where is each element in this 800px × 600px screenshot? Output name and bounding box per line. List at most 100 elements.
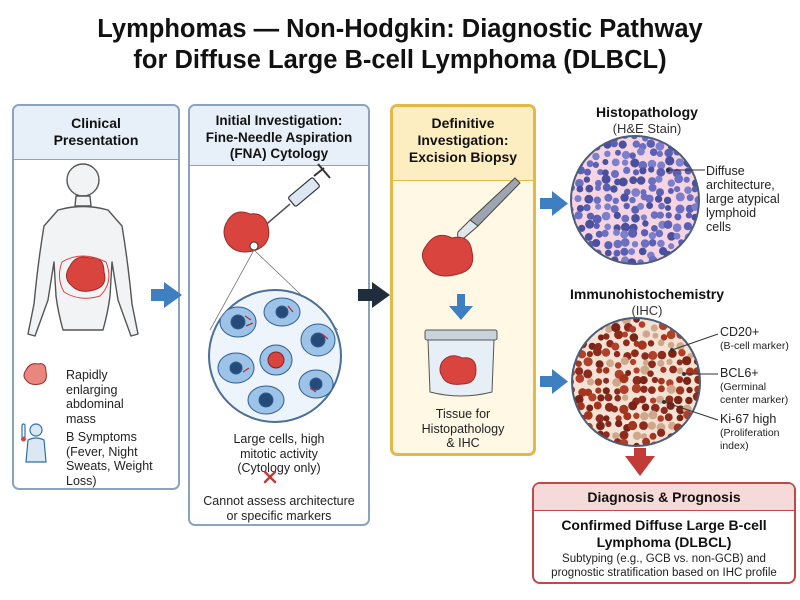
stained-cell bbox=[640, 365, 650, 375]
stained-cell bbox=[648, 410, 658, 420]
title-line-2: for Diffuse Large B-cell Lymphoma (DLBCL… bbox=[133, 46, 667, 74]
stained-cell bbox=[632, 431, 642, 440]
stained-cell bbox=[628, 401, 638, 411]
stained-cell bbox=[620, 230, 629, 239]
stained-cell bbox=[657, 239, 665, 248]
stained-cell bbox=[575, 374, 585, 383]
stained-cell bbox=[618, 177, 628, 187]
stained-cell bbox=[587, 378, 595, 386]
histo-finding-line: architecture, bbox=[706, 178, 775, 192]
scalpel-icon bbox=[457, 177, 521, 239]
stained-cell bbox=[649, 432, 657, 440]
stained-cell bbox=[657, 339, 665, 347]
stained-cell bbox=[648, 166, 655, 173]
stained-cell bbox=[640, 385, 648, 393]
clinical-title-line-2: Presentation bbox=[53, 132, 139, 148]
stained-cell bbox=[586, 351, 594, 358]
marker-name: CD20+ bbox=[720, 325, 760, 339]
stained-cell bbox=[612, 432, 620, 440]
stained-cell bbox=[619, 404, 629, 414]
stained-cell bbox=[642, 359, 649, 366]
stained-cell bbox=[686, 194, 694, 202]
stained-cell bbox=[631, 349, 639, 358]
he-stain-circle-icon bbox=[570, 135, 705, 265]
fna-finding-line: mitotic activity bbox=[240, 446, 318, 461]
ihc-marker-bcl6: BCL6+ (Germinal center marker) bbox=[720, 366, 788, 407]
stained-cell bbox=[648, 239, 657, 247]
stained-cell bbox=[639, 376, 648, 385]
limitation-x-icon bbox=[263, 470, 277, 484]
fna-finding-line: (Cytology only) bbox=[237, 461, 321, 475]
stained-cell bbox=[658, 202, 665, 210]
stained-cell bbox=[637, 259, 644, 264]
stained-cell bbox=[595, 230, 603, 238]
stained-cell bbox=[632, 169, 640, 176]
tissue-label-line: Tissue for bbox=[435, 407, 491, 421]
stained-cell bbox=[610, 185, 618, 193]
stained-cell bbox=[631, 241, 639, 248]
symptoms-label-line: Loss) bbox=[66, 473, 97, 488]
stained-cell bbox=[676, 342, 685, 351]
stained-cell bbox=[638, 395, 647, 404]
fna-title-line: Initial Investigation: bbox=[215, 113, 343, 128]
stained-cell bbox=[595, 179, 602, 187]
stained-cell bbox=[604, 393, 613, 402]
stained-cell bbox=[673, 232, 681, 240]
stained-cell bbox=[667, 341, 675, 349]
diagnosis-main-line: Lymphoma (DLBCL) bbox=[596, 533, 732, 550]
stained-cell bbox=[593, 347, 602, 357]
stained-cell bbox=[604, 241, 613, 250]
syringe-icon bbox=[261, 163, 331, 229]
stained-cell bbox=[685, 367, 695, 376]
fna-cytology-header: Initial Investigation: Fine-Needle Aspir… bbox=[190, 106, 368, 166]
stained-cell bbox=[629, 176, 638, 185]
stained-cell bbox=[666, 330, 676, 340]
stained-cell bbox=[654, 195, 663, 203]
ihc-marker-ki67: Ki-67 high (Proliferation index) bbox=[720, 412, 780, 453]
tissue-label: Tissue for Histopathology & IHC bbox=[393, 407, 533, 451]
title-line-1: Lymphomas — Non-Hodgkin: Diagnostic Path… bbox=[97, 15, 703, 43]
stained-cell bbox=[647, 421, 657, 430]
histo-finding-line: lymphoid bbox=[706, 206, 757, 220]
stained-cell bbox=[592, 161, 600, 168]
stained-cell bbox=[633, 367, 640, 374]
fna-limitation-line: Cannot assess architecture bbox=[203, 494, 355, 508]
stained-cell bbox=[668, 243, 675, 250]
stained-cell bbox=[676, 405, 685, 415]
stained-cell bbox=[615, 420, 623, 428]
stained-cell bbox=[658, 377, 665, 385]
stained-cell bbox=[585, 219, 595, 229]
stained-cell bbox=[691, 203, 699, 211]
stained-cell bbox=[664, 413, 673, 422]
stained-cell bbox=[665, 205, 671, 211]
stained-cell bbox=[648, 360, 656, 369]
ihc-stain-circle-icon bbox=[571, 317, 719, 447]
ihc-marker-cd20: CD20+ (B-cell marker) bbox=[720, 325, 789, 353]
stained-cell bbox=[656, 188, 664, 197]
stained-cell bbox=[601, 174, 611, 184]
stained-cell bbox=[678, 349, 686, 357]
stained-cell bbox=[641, 403, 650, 412]
stained-cell bbox=[631, 383, 642, 394]
biopsy-title-line: Excision Biopsy bbox=[408, 149, 518, 165]
diagnosis-sub-line: prognostic stratification based on IHC p… bbox=[551, 567, 777, 579]
stained-cell bbox=[604, 203, 611, 211]
stained-cell bbox=[586, 212, 595, 220]
stained-cell bbox=[602, 431, 610, 439]
stained-cell bbox=[621, 214, 630, 223]
stained-cell bbox=[673, 395, 683, 405]
stained-cell bbox=[583, 357, 593, 367]
stained-cell bbox=[621, 238, 630, 247]
stained-cell bbox=[613, 239, 623, 249]
stained-cell bbox=[627, 258, 637, 264]
stained-cell bbox=[593, 196, 601, 204]
clinical-presentation-header: Clinical Presentation bbox=[14, 106, 178, 160]
stained-cell bbox=[655, 141, 665, 151]
stained-cell bbox=[685, 212, 693, 219]
stained-cell bbox=[595, 360, 604, 369]
arrow-ihc-to-diagnosis bbox=[625, 448, 655, 476]
stained-cell bbox=[613, 211, 621, 220]
marker-name: BCL6+ bbox=[720, 366, 759, 380]
stained-cell bbox=[650, 211, 659, 219]
stained-cell bbox=[646, 202, 653, 210]
